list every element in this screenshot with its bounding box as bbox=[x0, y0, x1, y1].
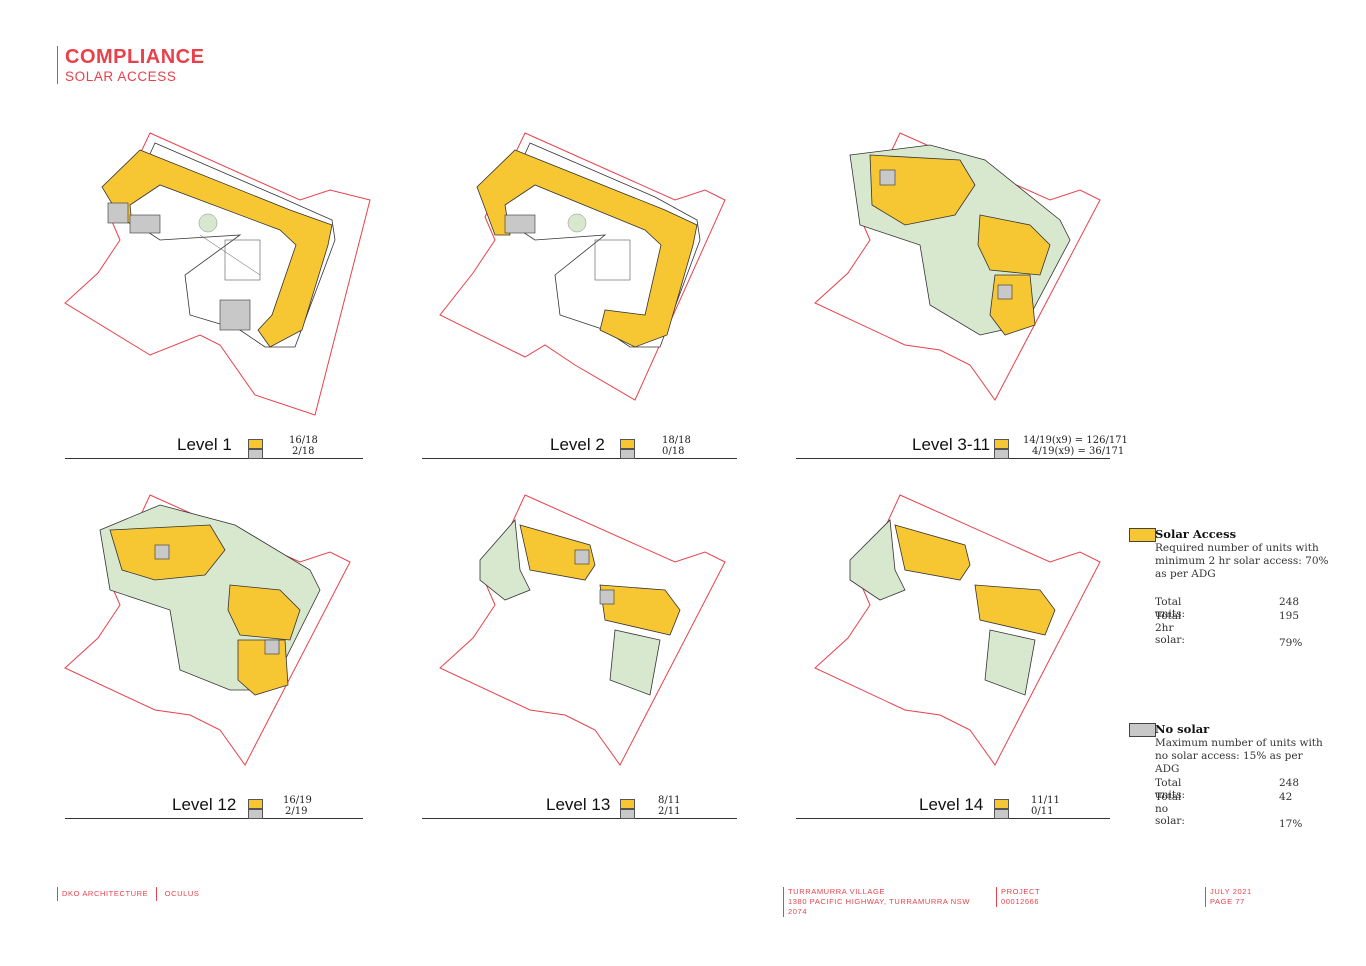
firm-name: DKO ARCHITECTURE bbox=[62, 888, 149, 898]
client-name: OCULUS bbox=[164, 888, 200, 898]
legend-description: Maximum number of units with no solar ac… bbox=[1155, 737, 1323, 775]
no-solar-count: 2/18 bbox=[292, 446, 315, 457]
no-solar-swatch bbox=[620, 449, 635, 459]
no-solar-swatch bbox=[248, 809, 263, 819]
no-solar-count: 2/19 bbox=[285, 806, 308, 817]
project-address: 1380 PACIFIC HIGHWAY, TURRAMURRA NSW 207… bbox=[788, 897, 971, 916]
total-solar-value: 195 bbox=[1279, 610, 1300, 622]
footer-project-info: TURRAMURRA VILLAGE 1380 PACIFIC HIGHWAY,… bbox=[783, 887, 983, 917]
plan-level-2 bbox=[439, 132, 726, 401]
total-no-solar-label: Total no solar: bbox=[1155, 791, 1185, 827]
total-units-value: 248 bbox=[1279, 596, 1300, 608]
plan-level-13 bbox=[439, 494, 726, 766]
page-subtitle: SOLAR ACCESS bbox=[65, 69, 177, 84]
no-solar-swatch bbox=[994, 809, 1009, 819]
level-row-13: Level 13 8/11 2/11 bbox=[422, 792, 737, 819]
solar-swatch bbox=[248, 799, 263, 809]
no-solar-percent: 17% bbox=[1279, 818, 1303, 830]
footer-project-number: PROJECT 00012666 bbox=[996, 887, 1040, 907]
plan-level-14 bbox=[814, 494, 1101, 766]
level-name: Level 2 bbox=[550, 435, 605, 454]
no-solar-swatch bbox=[1129, 723, 1156, 737]
issue-date: JULY 2021 bbox=[1210, 887, 1252, 896]
project-name: TURRAMURRA VILLAGE bbox=[788, 887, 886, 896]
no-solar-count: 0/11 bbox=[1031, 806, 1054, 817]
no-solar-swatch bbox=[620, 809, 635, 819]
level-name: Level 12 bbox=[172, 795, 237, 814]
solar-swatch bbox=[994, 439, 1009, 449]
no-solar-count: 2/11 bbox=[658, 806, 681, 817]
level-name: Level 3-11 bbox=[912, 435, 991, 454]
project-number: 00012666 bbox=[1001, 897, 1040, 906]
level-name: Level 14 bbox=[919, 795, 984, 814]
no-solar-count: 0/18 bbox=[662, 446, 685, 457]
total-units-label: Total units: bbox=[1155, 777, 1186, 801]
level-row-12: Level 12 16/19 2/19 bbox=[65, 792, 363, 819]
solar-swatch bbox=[620, 799, 635, 809]
level-row-2: Level 2 18/18 0/18 bbox=[422, 432, 737, 459]
plan-level-12 bbox=[64, 494, 351, 766]
legend-title: No solar bbox=[1155, 722, 1210, 736]
page-number: PAGE 77 bbox=[1210, 897, 1245, 906]
total-units-label: Total units: bbox=[1155, 596, 1186, 620]
solar-swatch bbox=[994, 799, 1009, 809]
page-header: COMPLIANCE SOLAR ACCESS bbox=[57, 46, 204, 84]
page-title: COMPLIANCE bbox=[65, 46, 205, 68]
level-name: Level 1 bbox=[177, 435, 232, 454]
project-label: PROJECT bbox=[1001, 887, 1041, 896]
no-solar-swatch bbox=[248, 449, 263, 459]
legend-title: Solar Access bbox=[1155, 527, 1237, 541]
level-row-14: Level 14 11/11 0/11 bbox=[796, 792, 1110, 819]
no-solar-swatch bbox=[994, 449, 1009, 459]
no-solar-count: 4/19(x9) = 36/171 bbox=[1032, 446, 1125, 457]
solar-count: 16/18 bbox=[289, 435, 318, 446]
solar-swatch bbox=[1129, 528, 1156, 542]
footer-date-page: JULY 2021 PAGE 77 bbox=[1205, 887, 1252, 907]
solar-count: 8/11 bbox=[658, 795, 681, 806]
level-row-3-11: Level 3-11 14/19(x9) = 126/171 4/19(x9) … bbox=[796, 432, 1128, 459]
total-units-value: 248 bbox=[1279, 777, 1300, 789]
footer-firm: DKO ARCHITECTURE OCULUS bbox=[57, 887, 200, 901]
solar-count: 16/19 bbox=[283, 795, 312, 806]
level-row-1: Level 1 16/18 2/18 bbox=[65, 432, 363, 459]
solar-count: 18/18 bbox=[662, 435, 691, 446]
total-solar-label: Total 2hr solar: bbox=[1155, 610, 1185, 646]
plan-level-1 bbox=[64, 132, 371, 416]
solar-swatch bbox=[620, 439, 635, 449]
solar-count: 11/11 bbox=[1031, 795, 1060, 806]
level-name: Level 13 bbox=[546, 795, 611, 814]
solar-swatch bbox=[248, 439, 263, 449]
solar-percent: 79% bbox=[1279, 637, 1303, 649]
solar-count: 14/19(x9) = 126/171 bbox=[1023, 435, 1128, 446]
total-no-solar-value: 42 bbox=[1279, 791, 1293, 803]
plan-level-3-11 bbox=[814, 132, 1101, 401]
legend-description: Required number of units with minimum 2 … bbox=[1155, 542, 1329, 580]
